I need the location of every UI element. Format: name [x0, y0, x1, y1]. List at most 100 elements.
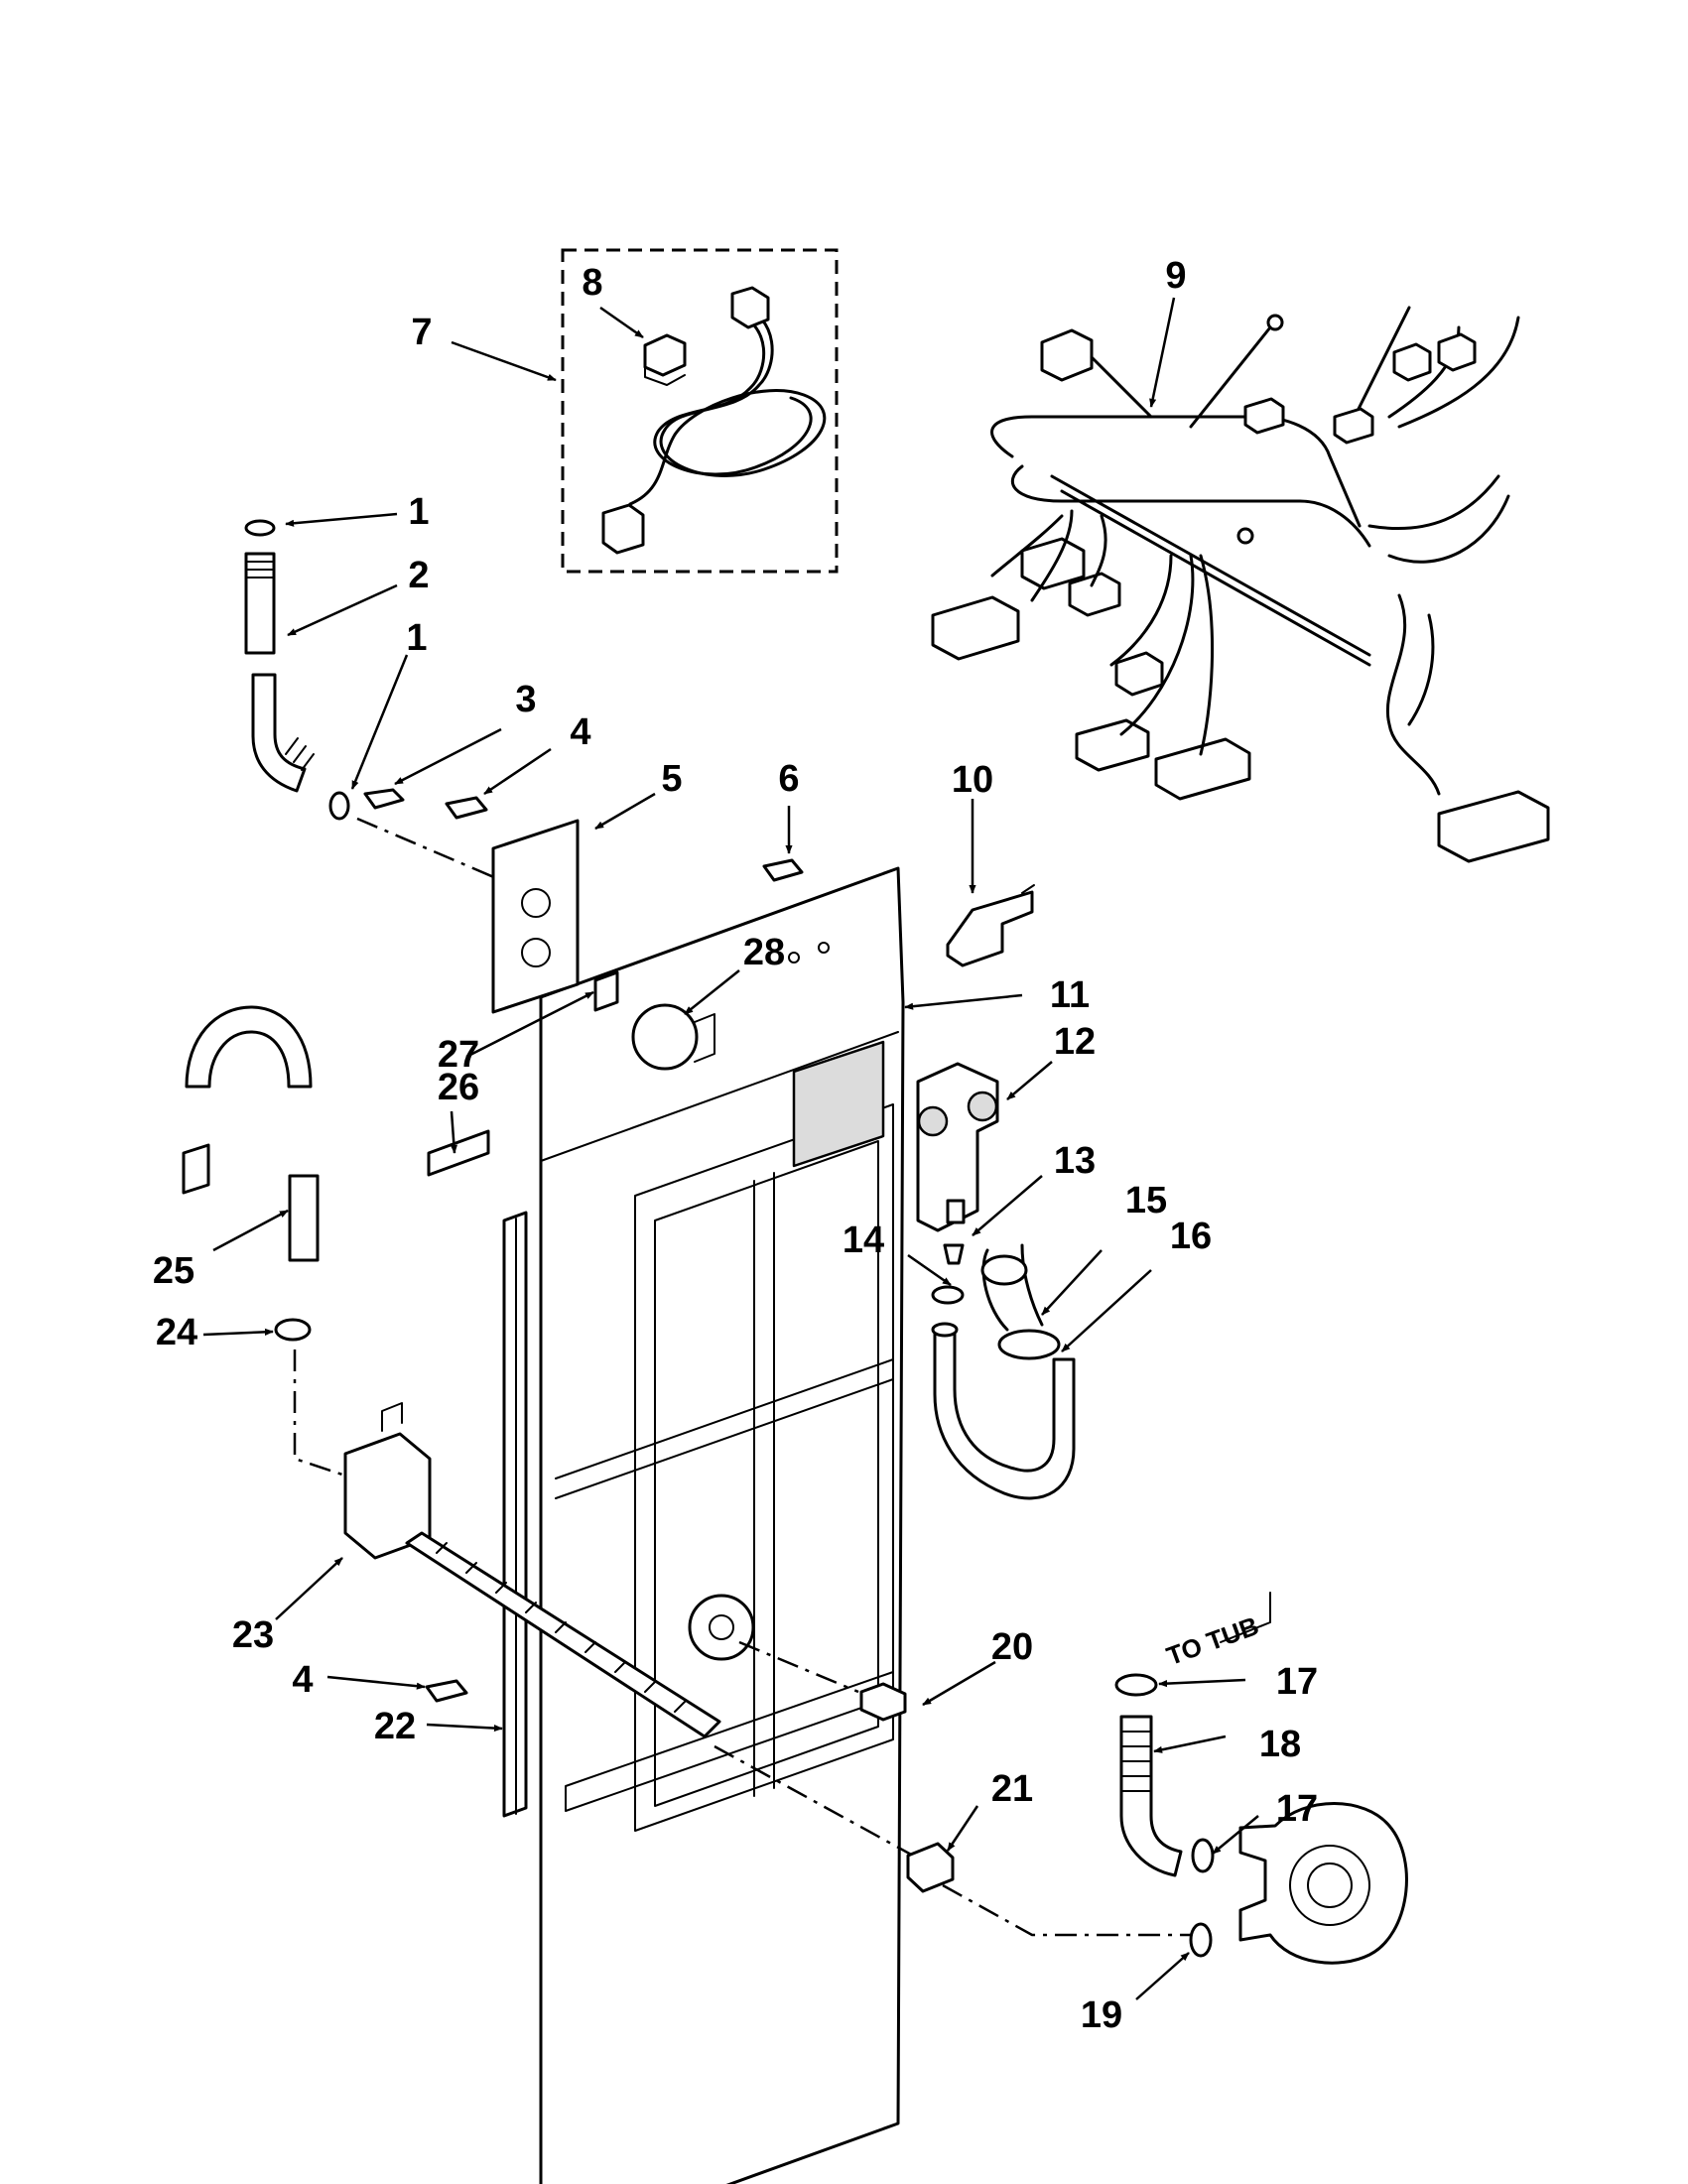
tub-hose-18-part: [1119, 1715, 1183, 1877]
harness-rod: [1050, 474, 1371, 657]
harness-connector-left-2: [931, 595, 1020, 661]
callout-11: 11: [1050, 974, 1090, 1016]
ground-ring-terminal-2: [1236, 527, 1254, 545]
leader-4a: [483, 747, 552, 796]
leader-17b: [1212, 1815, 1259, 1855]
drain-tube-alignment-line: [714, 1744, 914, 1858]
leader-12: [1006, 1061, 1053, 1100]
callout-6: 6: [778, 758, 799, 800]
leader-9: [1149, 297, 1176, 408]
callout-2: 2: [408, 555, 429, 596]
ground-ring-terminal: [1266, 314, 1284, 331]
washer-lower: [328, 791, 350, 821]
pressure-switch-terminals: [694, 1013, 715, 1063]
leader-13: [972, 1175, 1043, 1236]
drain-tube-ribs: [436, 1542, 686, 1713]
pump-housing: [1238, 1802, 1408, 1965]
callout-4-upper: 4: [570, 711, 590, 753]
harness-rod-edge: [1060, 489, 1371, 667]
fill-hose-15-upper: [981, 1243, 1044, 1332]
callout-12: 12: [1054, 1021, 1096, 1063]
leader-16: [1061, 1269, 1152, 1352]
callout-24: 24: [156, 1312, 197, 1353]
clamp-alignment-line: [942, 1883, 1191, 1937]
leader-27: [465, 990, 594, 1059]
water-valve-solenoid-b: [967, 1091, 998, 1122]
harness-right-wires: [1386, 593, 1441, 796]
panel-hole-a: [788, 952, 800, 964]
power-cord-coil-inner: [653, 311, 813, 476]
leader-1b: [350, 654, 409, 790]
callout-21: 21: [991, 1768, 1033, 1810]
screw-4-lower-part: [425, 1679, 468, 1703]
leader-11: [904, 993, 1023, 1010]
leader-24: [202, 1328, 274, 1337]
plug-20-part: [859, 1682, 907, 1722]
callout-15: 15: [1125, 1180, 1167, 1221]
inlet-hose-threads: [245, 561, 275, 578]
bracket-27-part: [593, 970, 619, 1012]
leader-lines: [202, 297, 1259, 2000]
callout-8: 8: [582, 262, 602, 304]
harness-connector-block: [1154, 737, 1251, 801]
callout-1-top: 1: [408, 491, 429, 533]
harness-connector-left-4: [1114, 651, 1164, 697]
fill-hose-alignment-line: [356, 817, 497, 880]
harness-connector-right-block: [1437, 790, 1550, 863]
plug-alignment-line: [738, 1640, 859, 1694]
tub-hose-18-ribs: [1120, 1731, 1152, 1792]
callout-5: 5: [661, 758, 682, 800]
hose-clip-26-part: [427, 1129, 490, 1177]
rear-panel-top-edge-line: [540, 1031, 899, 1162]
leader-18: [1153, 1734, 1227, 1753]
leader-26: [450, 1110, 458, 1154]
leader-5: [594, 792, 656, 831]
leader-28: [684, 969, 740, 1015]
cord-plug-end: [730, 286, 770, 329]
pump-housing-ring: [1289, 1845, 1370, 1926]
hose-clamp-17-lower-part: [1191, 1838, 1215, 1873]
flow-washer-13-part: [943, 1243, 965, 1265]
water-valve-solenoid-a: [917, 1105, 949, 1137]
harness-terminal-pair-a: [1392, 342, 1432, 382]
clamp-24-part: [274, 1318, 312, 1342]
harness-connector-left-1: [1020, 537, 1086, 590]
callout-7: 7: [411, 312, 432, 353]
callout-18: 18: [1259, 1724, 1301, 1765]
callout-10: 10: [952, 759, 993, 801]
cover-plate-hole-a: [521, 888, 551, 918]
callout-17-lower: 17: [1276, 1788, 1318, 1830]
leader-14: [907, 1253, 952, 1287]
rear-panel-access-window: [792, 1040, 885, 1168]
to-tub-label: TO TUB: [1163, 1610, 1263, 1671]
harness-terminal-pair-b: [1437, 332, 1477, 372]
callout-1-lower: 1: [406, 617, 427, 659]
inlet-hose-elbow-threads: [285, 737, 315, 771]
wire-harness: [931, 306, 1550, 863]
callout-19: 19: [1081, 1994, 1122, 2036]
screw-6-part: [762, 858, 804, 882]
rear-panel-frame-inner: [654, 1140, 879, 1807]
leader-21: [946, 1805, 979, 1852]
harness-bundle-top: [990, 415, 1362, 528]
leader-23: [275, 1557, 343, 1620]
cord-clamp-detail: [644, 366, 686, 386]
corrugated-drain-tube: [405, 1531, 721, 1738]
harness-connector-comb: [1075, 718, 1150, 772]
leader-7: [451, 340, 557, 382]
power-cord-coil: [628, 304, 827, 506]
leader-4b: [326, 1675, 426, 1690]
washer-top: [244, 519, 276, 537]
callout-25: 25: [153, 1250, 195, 1292]
panel-hole-b: [818, 942, 830, 954]
callout-20: 20: [991, 1626, 1033, 1668]
rear-panel-grommet: [688, 1594, 755, 1661]
callout-17-top: 17: [1276, 1661, 1318, 1703]
bracket-tab: [381, 1402, 403, 1432]
cover-plate-hole-b: [521, 938, 551, 967]
cord-clamp-part: [643, 333, 687, 377]
hose-clamp-19-part: [1189, 1922, 1213, 1958]
rear-panel-vertical-rib: [753, 1172, 775, 1797]
callout-13: 13: [1054, 1140, 1096, 1182]
